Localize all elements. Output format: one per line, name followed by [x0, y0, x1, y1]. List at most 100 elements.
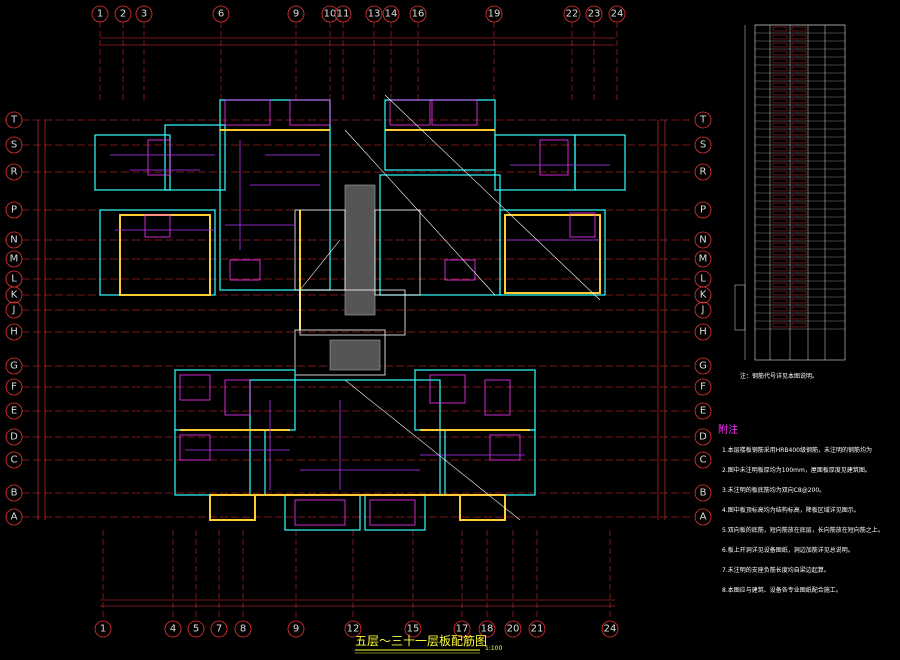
axis-bubble-top — [91, 5, 109, 23]
axis-bubble-right — [694, 163, 712, 181]
axis-bubble-bottom — [478, 620, 496, 638]
axis-label-left: M — [10, 254, 19, 265]
lower-diagonals — [344, 379, 521, 521]
upper-rebar-lines — [110, 140, 610, 250]
notes-block: 附注 1.本层楼板钢筋采用HRB400级钢筋，未注明的钢筋均为 2.图中未注明板厚… — [718, 423, 884, 594]
axis-label-top: 23 — [588, 9, 601, 20]
note-item: 8.本图应与建筑、设备各专业图纸配合施工。 — [722, 586, 842, 594]
axis-bubble-right — [694, 231, 712, 249]
axis-label-bottom: 20 — [507, 624, 520, 635]
axis-bubble-right — [694, 201, 712, 219]
axis-label-left: B — [11, 488, 18, 499]
axis-label-top: 3 — [141, 9, 147, 20]
axis-label-top: 14 — [385, 9, 398, 20]
note-item: 2.图中未注明板厚均为100mm，屋面板厚度见建筑图。 — [722, 466, 871, 474]
axis-bubble-right — [694, 136, 712, 154]
axis-bubble-left — [5, 323, 23, 341]
drawing-scale: 1:100 — [485, 645, 502, 652]
axis-label-top: 2 — [120, 9, 126, 20]
axis-label-right: M — [699, 254, 708, 265]
axis-bubble-top — [409, 5, 427, 23]
axis-label-left: F — [11, 382, 17, 393]
axis-bubble-top — [135, 5, 153, 23]
axis-label-left: T — [10, 115, 18, 126]
axis-bubble-left — [5, 508, 23, 526]
axis-label-top: 10 — [324, 9, 337, 20]
axis-bubble-left — [5, 231, 23, 249]
axis-label-top: 24 — [611, 9, 624, 20]
axis-label-bottom: 24 — [604, 624, 617, 635]
axis-bubble-right — [694, 250, 712, 268]
axis-label-right: S — [700, 140, 706, 151]
core-stair-hatch — [329, 184, 381, 371]
note-item: 7.未注明的支座负筋长度均自梁边起算。 — [722, 566, 830, 574]
axis-bubble-left — [5, 301, 23, 319]
axis-bubble-top — [212, 5, 230, 23]
note-item: 3.未注明的板底筋均为双向C8@200。 — [722, 486, 825, 494]
drawing-title: 五层～三十一层板配筋图 — [355, 633, 487, 648]
axis-bubble-left — [5, 163, 23, 181]
axis-bubble-top — [485, 5, 503, 23]
axis-label-top: 9 — [293, 9, 299, 20]
axis-bubble-top — [114, 5, 132, 23]
axis-bubble-right — [694, 451, 712, 469]
axis-label-left: E — [11, 406, 17, 417]
axis-bubble-right — [694, 301, 712, 319]
axis-bubble-bottom — [528, 620, 546, 638]
axis-bubble-right — [694, 323, 712, 341]
axis-bubble-bottom — [187, 620, 205, 638]
axis-bubble-left — [5, 136, 23, 154]
axis-label-right: R — [700, 167, 707, 178]
upper-diagonals — [299, 94, 601, 301]
axis-label-left: J — [12, 305, 16, 316]
axis-label-top: 6 — [218, 9, 224, 20]
axis-label-left: S — [11, 140, 17, 151]
axis-label-right: E — [700, 406, 706, 417]
axis-bubble-bottom — [504, 620, 522, 638]
note-item: 4.图中板顶标高均为结构标高，降板区域详见图示。 — [722, 506, 860, 514]
axis-bubble-top — [585, 5, 603, 23]
notes-heading: 附注 — [718, 423, 738, 436]
axis-bubble-bottom — [234, 620, 252, 638]
axis-bubble-right — [694, 286, 712, 304]
axis-label-left: A — [11, 512, 18, 523]
rebar-schedule-table — [734, 24, 846, 361]
axis-label-bottom: 1 — [100, 624, 106, 635]
axis-bubble-left — [5, 451, 23, 469]
axis-bubble-right — [694, 402, 712, 420]
axis-bubble-bottom — [344, 620, 362, 638]
axis-bubble-bottom — [210, 620, 228, 638]
axis-bubble-bottom — [164, 620, 182, 638]
lower-block-inner-walls — [180, 429, 530, 521]
dimension-lines — [37, 37, 666, 607]
axis-bubble-left — [5, 201, 23, 219]
axis-bubble-top — [563, 5, 581, 23]
core-walls — [294, 209, 421, 376]
axis-bubble-left — [5, 286, 23, 304]
axis-label-left: L — [11, 274, 17, 285]
axis-label-right: B — [700, 488, 707, 499]
axis-label-right: H — [699, 327, 707, 338]
axis-bubble-bottom — [287, 620, 305, 638]
note-item: 1.本层楼板钢筋采用HRB400级钢筋，未注明的钢筋均为 — [722, 446, 872, 454]
vertical-axis-lines — [99, 22, 618, 620]
axis-label-top: 11 — [337, 9, 350, 20]
axis-label-right: G — [699, 361, 707, 372]
axis-bubble-left — [5, 402, 23, 420]
axis-label-bottom: 21 — [531, 624, 544, 635]
axis-label-left: C — [11, 455, 18, 466]
axis-label-right: F — [700, 382, 706, 393]
axis-label-bottom: 7 — [216, 624, 222, 635]
axis-bubble-top — [608, 5, 626, 23]
axis-label-bottom: 9 — [293, 624, 299, 635]
axis-bubble-right — [694, 484, 712, 502]
axis-label-left: D — [10, 432, 18, 443]
axis-bubble-top — [365, 5, 383, 23]
axis-bubble-left — [5, 357, 23, 375]
lower-rebar-lines — [185, 400, 525, 490]
axis-label-bottom: 12 — [347, 624, 360, 635]
axis-label-bottom: 5 — [193, 624, 199, 635]
axis-bubble-right — [694, 428, 712, 446]
axis-bubble-right — [694, 357, 712, 375]
